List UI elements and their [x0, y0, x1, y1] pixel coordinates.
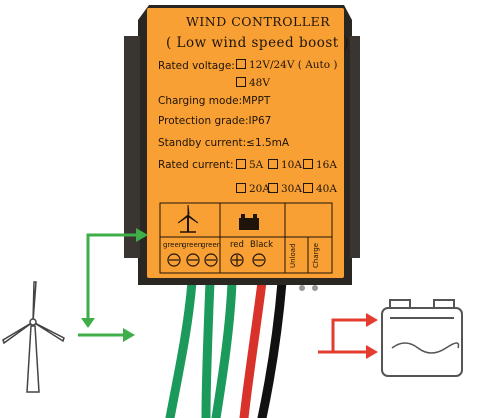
protection-grade-text: Protection grade:IP67: [158, 115, 272, 127]
current-option-16a: 16A: [303, 159, 337, 171]
checkbox-48: [236, 77, 246, 87]
battery-icon: [239, 214, 259, 230]
rated-current-label: Rated current:: [158, 159, 234, 171]
current-option-10a: 10A: [268, 159, 302, 171]
wire-label-unload: Unload: [289, 243, 297, 268]
voltage-option-12-24-label: 12V/24V ( Auto ): [249, 59, 338, 71]
current-option-30a: 30A: [268, 183, 302, 195]
screw-terminal-icon: [167, 253, 266, 267]
wire-label-battery-pos: red: [230, 240, 244, 250]
current-option-40a: 40A: [303, 183, 337, 195]
controller-housing: [124, 5, 360, 285]
current-option-5a-label: 5A: [249, 159, 264, 171]
checkbox-40a: [303, 183, 313, 193]
green-arrow-input: [86, 228, 148, 322]
wind-turbine-icon: [177, 204, 199, 233]
red-arrow-charge: [331, 313, 378, 352]
green-arrow-output: [78, 328, 135, 342]
checkbox-16a: [303, 159, 313, 169]
checkbox-30a: [268, 183, 278, 193]
voltage-option-48-label: 48V: [249, 77, 270, 89]
wire-label-wind-2: green: [182, 241, 203, 249]
current-option-20a-label: 20A: [249, 183, 270, 195]
wire-label-battery-neg: Black: [250, 240, 273, 250]
controller-title: WIND CONTROLLER: [186, 14, 331, 29]
wind-turbine-outline-icon: [2, 281, 65, 393]
wire-green-1: [165, 277, 197, 418]
current-option-16a-label: 16A: [316, 159, 337, 171]
standby-current-text: Standby current:≤1.5mA: [158, 137, 290, 149]
checkbox-10a: [268, 159, 278, 169]
current-option-30a-label: 30A: [281, 183, 302, 195]
current-option-10a-label: 10A: [281, 159, 302, 171]
terminal-panel: [159, 202, 333, 274]
battery-outline-icon: [381, 299, 463, 377]
current-option-5a: 5A: [236, 159, 263, 171]
red-arrow-unload: [318, 345, 378, 359]
wire-label-charge: Charge: [312, 242, 320, 268]
mounting-screws: [299, 285, 318, 291]
green-arrow-down: [81, 318, 95, 328]
controller-subtitle: ( Low wind speed boost ): [166, 35, 350, 51]
checkbox-20a: [236, 183, 246, 193]
wire-red: [239, 277, 267, 418]
wire-label-wind-1: green: [163, 241, 184, 249]
voltage-option-12-24: 12V/24V ( Auto ): [236, 59, 338, 71]
wire-bundle: [165, 277, 287, 418]
charging-mode-text: Charging mode:MPPT: [158, 95, 271, 107]
current-option-20a: 20A: [236, 183, 270, 195]
current-option-40a-label: 40A: [316, 183, 337, 195]
wire-green-3: [211, 277, 237, 418]
checkbox-12-24: [236, 59, 246, 69]
wire-black: [257, 277, 287, 418]
wire-green-2: [201, 277, 215, 418]
voltage-option-48: 48V: [236, 77, 270, 89]
checkbox-5a: [236, 159, 246, 169]
wire-label-wind-3: green: [201, 241, 222, 249]
rated-voltage-label: Rated voltage:: [158, 60, 235, 72]
